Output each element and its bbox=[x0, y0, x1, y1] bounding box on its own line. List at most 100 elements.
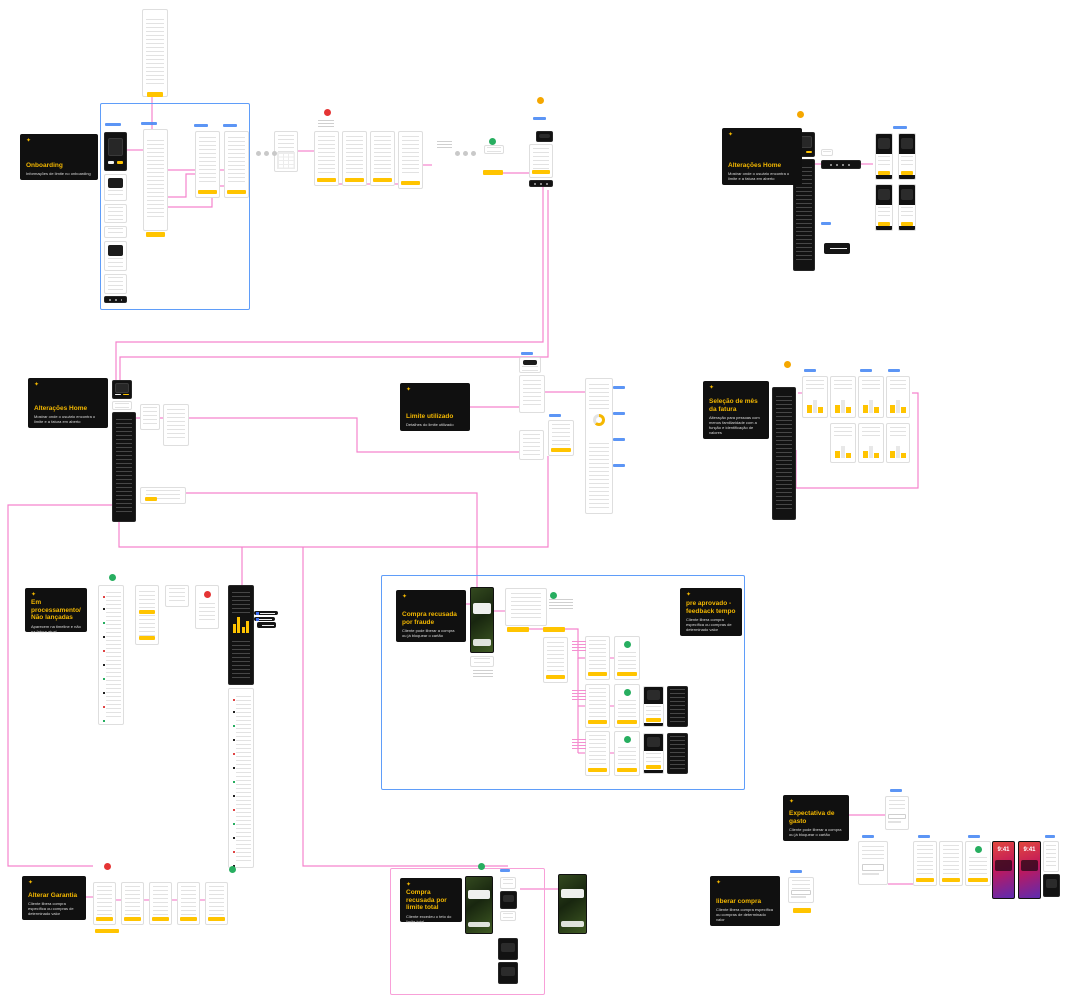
phone-mockup-white-btn[interactable] bbox=[585, 636, 610, 680]
frame-title-label[interactable] bbox=[613, 412, 625, 415]
phone-mockup-white[interactable] bbox=[821, 149, 833, 156]
phone-mockup-white-chart[interactable] bbox=[858, 376, 884, 418]
cta-button-chip[interactable] bbox=[147, 92, 163, 97]
phone-mockup-white-btn[interactable] bbox=[913, 841, 937, 886]
annotation-note[interactable] bbox=[437, 141, 452, 149]
phone-mockup-cardtop-btn[interactable] bbox=[643, 733, 664, 774]
phone-mockup-white[interactable] bbox=[104, 204, 127, 223]
phone-mockup-dark-long[interactable] bbox=[793, 159, 815, 271]
phone-mockup-cardtop-btn[interactable] bbox=[875, 184, 893, 231]
phone-mockup-white-btn[interactable] bbox=[177, 882, 200, 925]
phone-mockup-photo-green[interactable] bbox=[465, 876, 493, 934]
status-dot-red[interactable] bbox=[323, 108, 331, 116]
phone-mockup-white-chart[interactable] bbox=[886, 423, 910, 463]
frame-title-label[interactable] bbox=[860, 369, 872, 372]
comment-tooltip[interactable] bbox=[824, 243, 850, 254]
phone-mockup-white-form[interactable] bbox=[858, 841, 888, 885]
phone-mockup-white[interactable] bbox=[165, 585, 189, 607]
status-dot-green[interactable] bbox=[108, 573, 116, 581]
status-dot-green[interactable] bbox=[488, 137, 496, 145]
frame-title-label[interactable] bbox=[821, 222, 831, 225]
phone-mockup-dark-bar[interactable] bbox=[529, 180, 553, 187]
frame-title-label[interactable] bbox=[862, 835, 874, 838]
phone-mockup-cardtop-btn[interactable] bbox=[898, 184, 916, 231]
status-dot-green[interactable] bbox=[477, 862, 485, 870]
phone-mockup-white-btn[interactable] bbox=[149, 882, 172, 925]
phone-mockup-white-btn[interactable] bbox=[205, 882, 228, 925]
cta-button-chip[interactable] bbox=[543, 627, 565, 632]
phone-mockup-white[interactable] bbox=[519, 375, 545, 413]
phone-mockup-white-btn[interactable] bbox=[195, 131, 220, 198]
cta-button-chip[interactable] bbox=[145, 497, 157, 501]
frame-title-label[interactable] bbox=[500, 869, 510, 872]
cta-button-chip[interactable] bbox=[483, 170, 503, 175]
status-dot-red[interactable] bbox=[103, 862, 111, 870]
phone-mockup-white-btn[interactable] bbox=[121, 882, 144, 925]
phone-mockup-white[interactable] bbox=[519, 430, 544, 460]
phone-mockup-dark-long[interactable] bbox=[667, 686, 688, 727]
frame-title-label[interactable] bbox=[613, 464, 625, 467]
frame-title-label[interactable] bbox=[141, 122, 157, 125]
phone-mockup-stats-dark[interactable] bbox=[228, 585, 254, 685]
annotation-note[interactable] bbox=[473, 670, 493, 677]
cta-button-chip[interactable] bbox=[507, 627, 529, 632]
phone-mockup-white[interactable] bbox=[142, 9, 168, 97]
phone-mockup-white-chart[interactable] bbox=[830, 376, 856, 418]
phone-mockup-white-btn[interactable] bbox=[529, 144, 553, 178]
phone-mockup-dark-long[interactable] bbox=[667, 733, 688, 774]
phone-mockup-white[interactable] bbox=[140, 487, 186, 504]
phone-mockup-white[interactable] bbox=[470, 656, 494, 667]
phone-mockup-white-btn[interactable] bbox=[585, 684, 610, 728]
section-frame-limite-total-frame[interactable] bbox=[390, 868, 545, 995]
comment-tooltip[interactable] bbox=[257, 622, 276, 628]
phone-mockup-dark-long[interactable] bbox=[112, 412, 136, 522]
phone-mockup-dark-card-sm[interactable] bbox=[1043, 874, 1060, 897]
frame-title-label[interactable] bbox=[968, 835, 980, 838]
phone-mockup-dark-bar[interactable] bbox=[821, 160, 861, 169]
frame-title-label[interactable] bbox=[804, 369, 816, 372]
status-dot-yellow[interactable] bbox=[536, 96, 544, 104]
status-dot-yellow[interactable] bbox=[783, 360, 791, 368]
phone-mockup-white-btn[interactable] bbox=[370, 131, 395, 186]
phone-mockup-white[interactable] bbox=[104, 226, 127, 238]
phone-mockup-cardtop-btn[interactable] bbox=[643, 686, 664, 727]
cta-button-chip[interactable] bbox=[793, 908, 811, 913]
frame-title-label[interactable] bbox=[893, 126, 907, 129]
phone-mockup-modal-green-btn[interactable] bbox=[614, 636, 640, 680]
annotation-note[interactable] bbox=[549, 599, 573, 610]
frame-title-label[interactable] bbox=[790, 870, 802, 873]
phone-mockup-phone-card[interactable] bbox=[104, 132, 127, 171]
cta-button-chip[interactable] bbox=[146, 232, 165, 237]
phone-mockup-dark-card-sm[interactable] bbox=[500, 891, 517, 909]
frame-title-label[interactable] bbox=[888, 369, 900, 372]
phone-mockup-dark-card-sm[interactable] bbox=[536, 131, 553, 142]
phone-mockup-white[interactable] bbox=[140, 404, 160, 430]
phone-mockup-white-btn[interactable] bbox=[398, 131, 423, 189]
frame-title-label[interactable] bbox=[549, 414, 561, 417]
phone-mockup-white[interactable] bbox=[505, 588, 547, 626]
phone-mockup-white-form[interactable] bbox=[885, 796, 909, 830]
phone-mockup-modal-green-btn[interactable] bbox=[614, 731, 640, 776]
phone-mockup-white-btn[interactable] bbox=[224, 131, 249, 198]
annotation-note[interactable] bbox=[318, 120, 334, 128]
phone-mockup-list-long[interactable] bbox=[98, 585, 124, 725]
phone-mockup-white-btn[interactable] bbox=[939, 841, 963, 886]
phone-mockup-modal-red[interactable] bbox=[195, 585, 219, 629]
phone-mockup-phone-card[interactable] bbox=[112, 380, 132, 399]
frame-title-label[interactable] bbox=[194, 124, 208, 127]
phone-mockup-dark-card-sm[interactable] bbox=[498, 938, 518, 960]
phone-mockup-white-chart[interactable] bbox=[886, 376, 910, 418]
phone-mockup-white-btn[interactable] bbox=[314, 131, 339, 186]
frame-title-label[interactable] bbox=[105, 123, 121, 126]
